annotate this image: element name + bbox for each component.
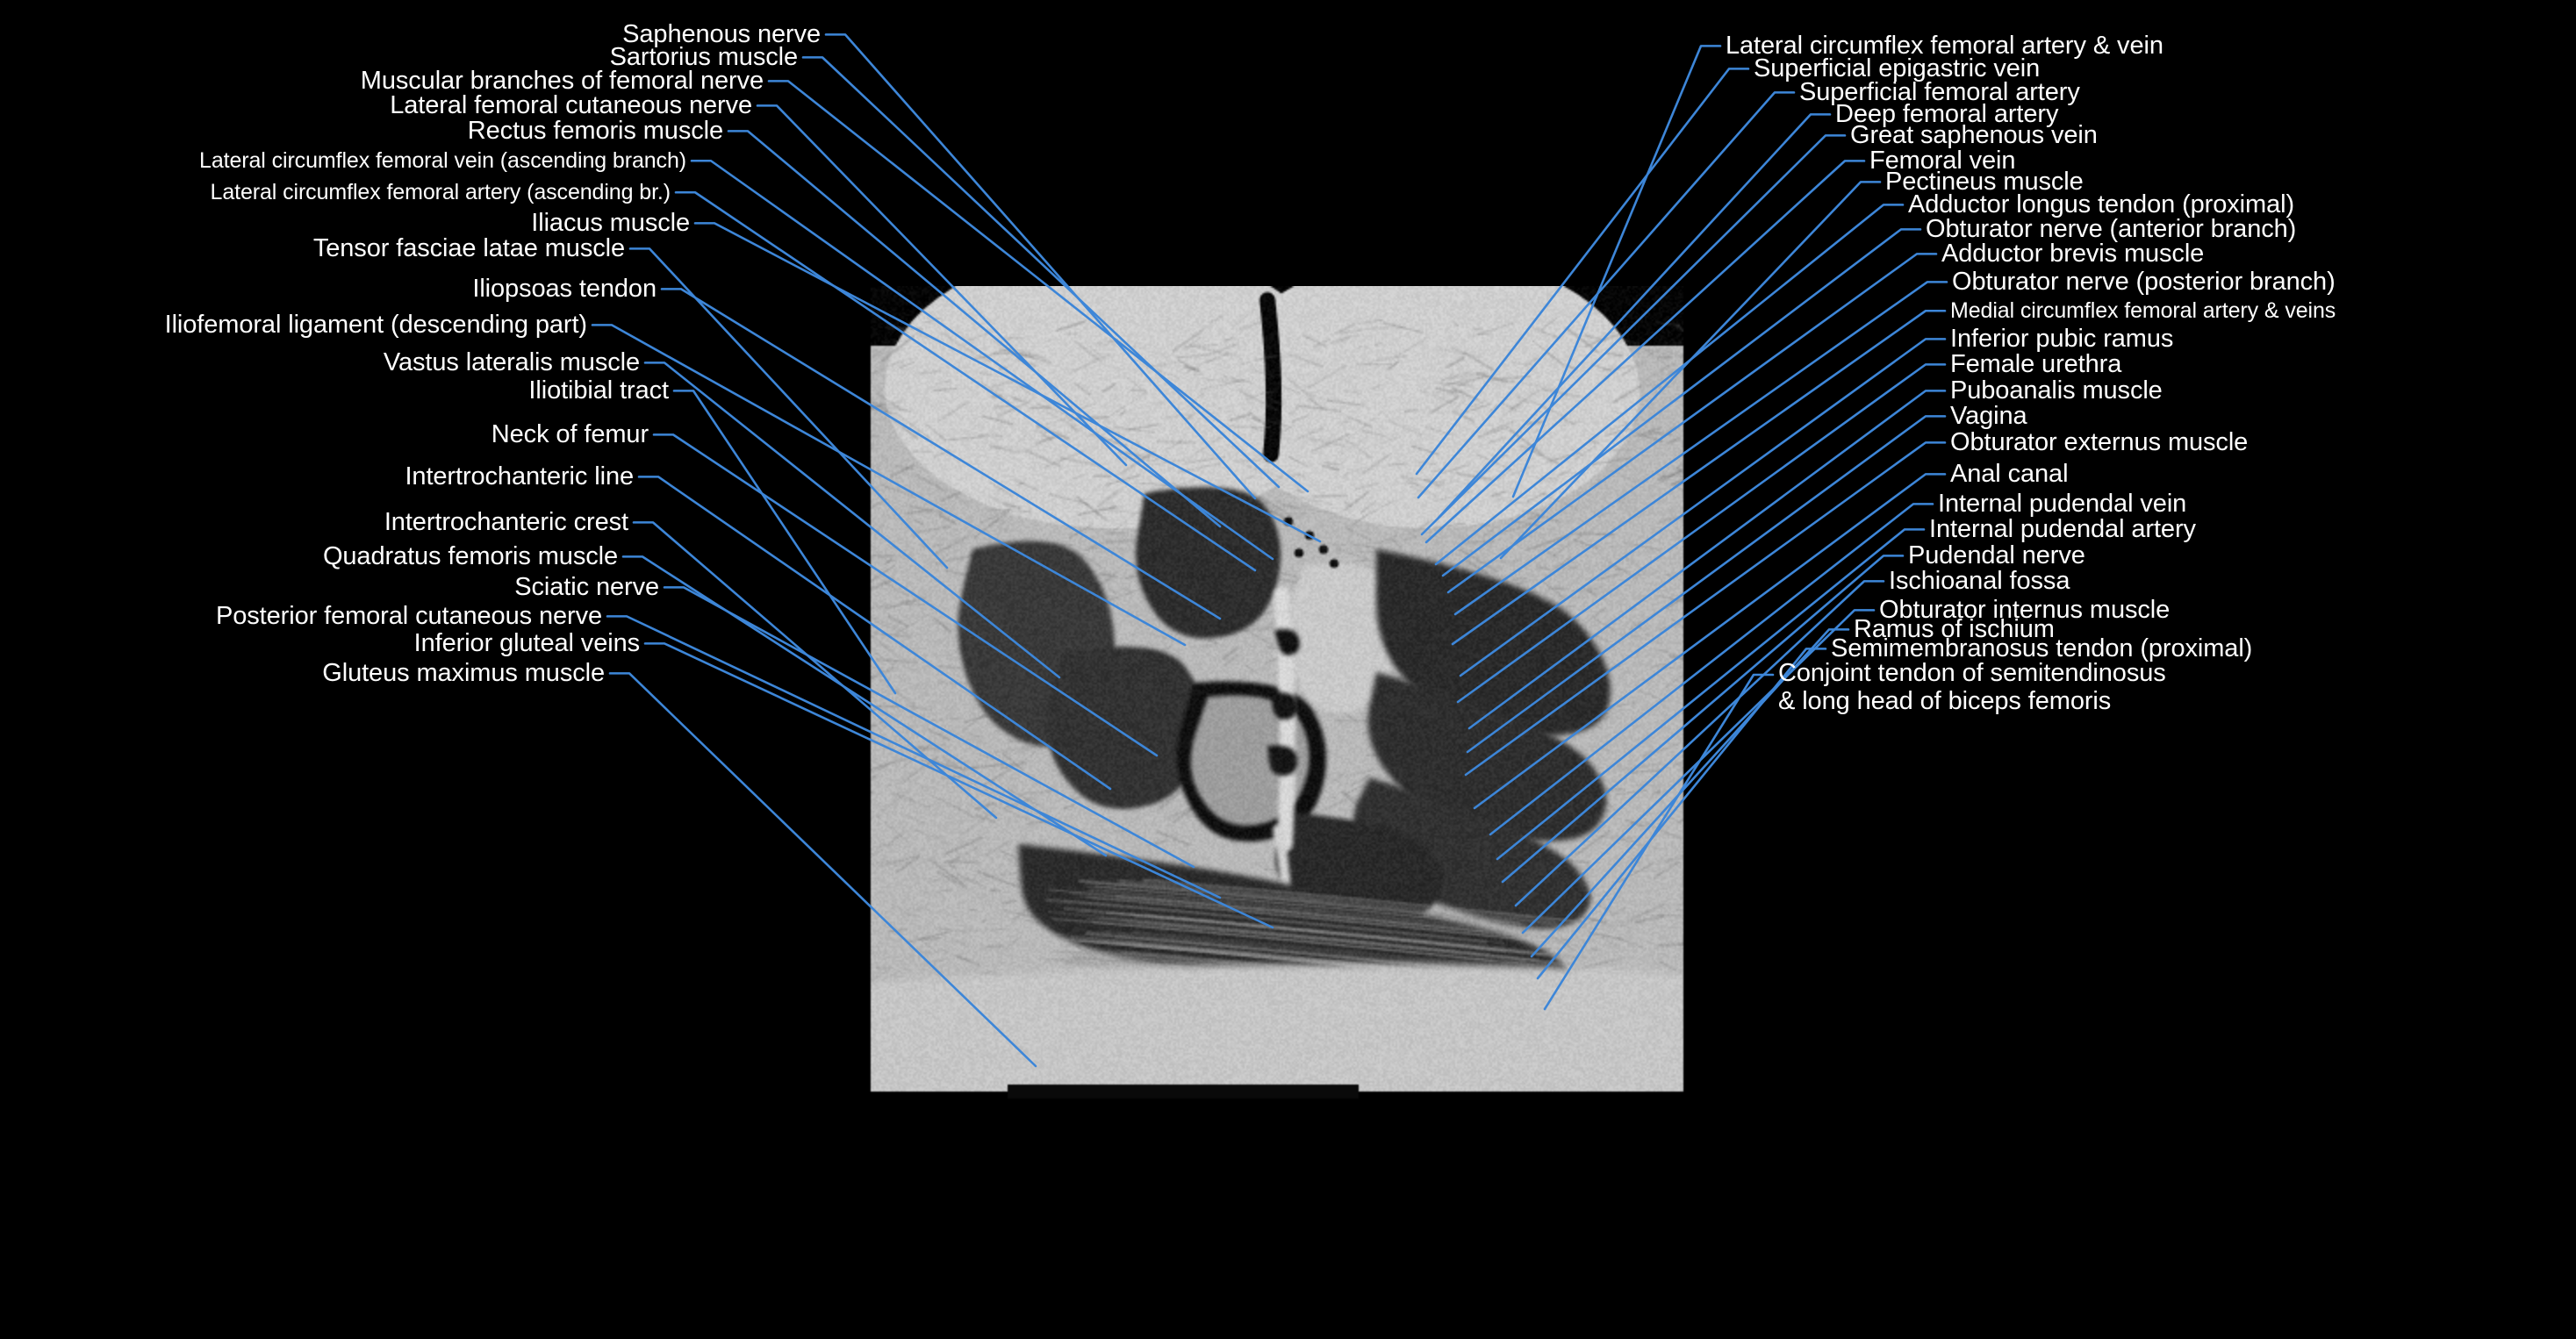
label-obturator-nerve-posterior-branch: Obturator nerve (posterior branch) bbox=[1952, 269, 2336, 296]
label-iliofemoral-ligament-descending-part: Iliofemoral ligament (descending part) bbox=[165, 311, 587, 339]
label-internal-pudendal-vein: Internal pudendal vein bbox=[1938, 490, 2186, 518]
label-sciatic-nerve: Sciatic nerve bbox=[514, 574, 659, 601]
label-vagina: Vagina bbox=[1950, 403, 2027, 430]
label-intertrochanteric-crest: Intertrochanteric crest bbox=[384, 509, 628, 536]
mri-image bbox=[850, 286, 1704, 1123]
label-gluteus-maximus-muscle: Gluteus maximus muscle bbox=[322, 660, 605, 687]
label-iliacus-muscle: Iliacus muscle bbox=[531, 210, 690, 237]
label-conjoint-tendon-of-semitendinosus-long-head-of-b: Conjoint tendon of semitendinosus & long… bbox=[1778, 659, 2166, 716]
label-medial-circumflex-femoral-artery-veins: Medial circumflex femoral artery & veins bbox=[1950, 299, 2336, 323]
label-iliotibial-tract: Iliotibial tract bbox=[528, 377, 669, 405]
label-vastus-lateralis-muscle: Vastus lateralis muscle bbox=[384, 349, 640, 376]
label-pudendal-nerve: Pudendal nerve bbox=[1908, 542, 2085, 569]
label-inferior-gluteal-veins: Inferior gluteal veins bbox=[414, 630, 640, 657]
label-posterior-femoral-cutaneous-nerve: Posterior femoral cutaneous nerve bbox=[216, 603, 602, 630]
label-lateral-circumflex-femoral-artery-ascending-br: Lateral circumflex femoral artery (ascen… bbox=[211, 181, 671, 204]
label-iliopsoas-tendon: Iliopsoas tendon bbox=[472, 276, 657, 303]
label-inferior-pubic-ramus: Inferior pubic ramus bbox=[1950, 326, 2173, 353]
mri-canvas bbox=[850, 286, 1704, 1123]
label-adductor-brevis-muscle: Adductor brevis muscle bbox=[1941, 240, 2204, 268]
label-ischioanal-fossa: Ischioanal fossa bbox=[1889, 568, 2070, 595]
label-obturator-externus-muscle: Obturator externus muscle bbox=[1950, 429, 2248, 456]
label-anal-canal: Anal canal bbox=[1950, 461, 2068, 488]
label-lateral-circumflex-femoral-vein-ascending-branch: Lateral circumflex femoral vein (ascendi… bbox=[199, 149, 686, 173]
label-rectus-femoris-muscle: Rectus femoris muscle bbox=[468, 118, 723, 145]
label-female-urethra: Female urethra bbox=[1950, 351, 2121, 378]
label-intertrochanteric-line: Intertrochanteric line bbox=[405, 463, 634, 490]
label-lateral-femoral-cutaneous-nerve: Lateral femoral cutaneous nerve bbox=[390, 92, 752, 119]
label-puboanalis-muscle: Puboanalis muscle bbox=[1950, 377, 2163, 405]
label-quadratus-femoris-muscle: Quadratus femoris muscle bbox=[323, 543, 618, 570]
label-great-saphenous-vein: Great saphenous vein bbox=[1850, 122, 2098, 149]
label-internal-pudendal-artery: Internal pudendal artery bbox=[1929, 516, 2196, 543]
label-neck-of-femur: Neck of femur bbox=[492, 421, 649, 448]
label-tensor-fasciae-latae-muscle: Tensor fasciae latae muscle bbox=[313, 235, 625, 262]
